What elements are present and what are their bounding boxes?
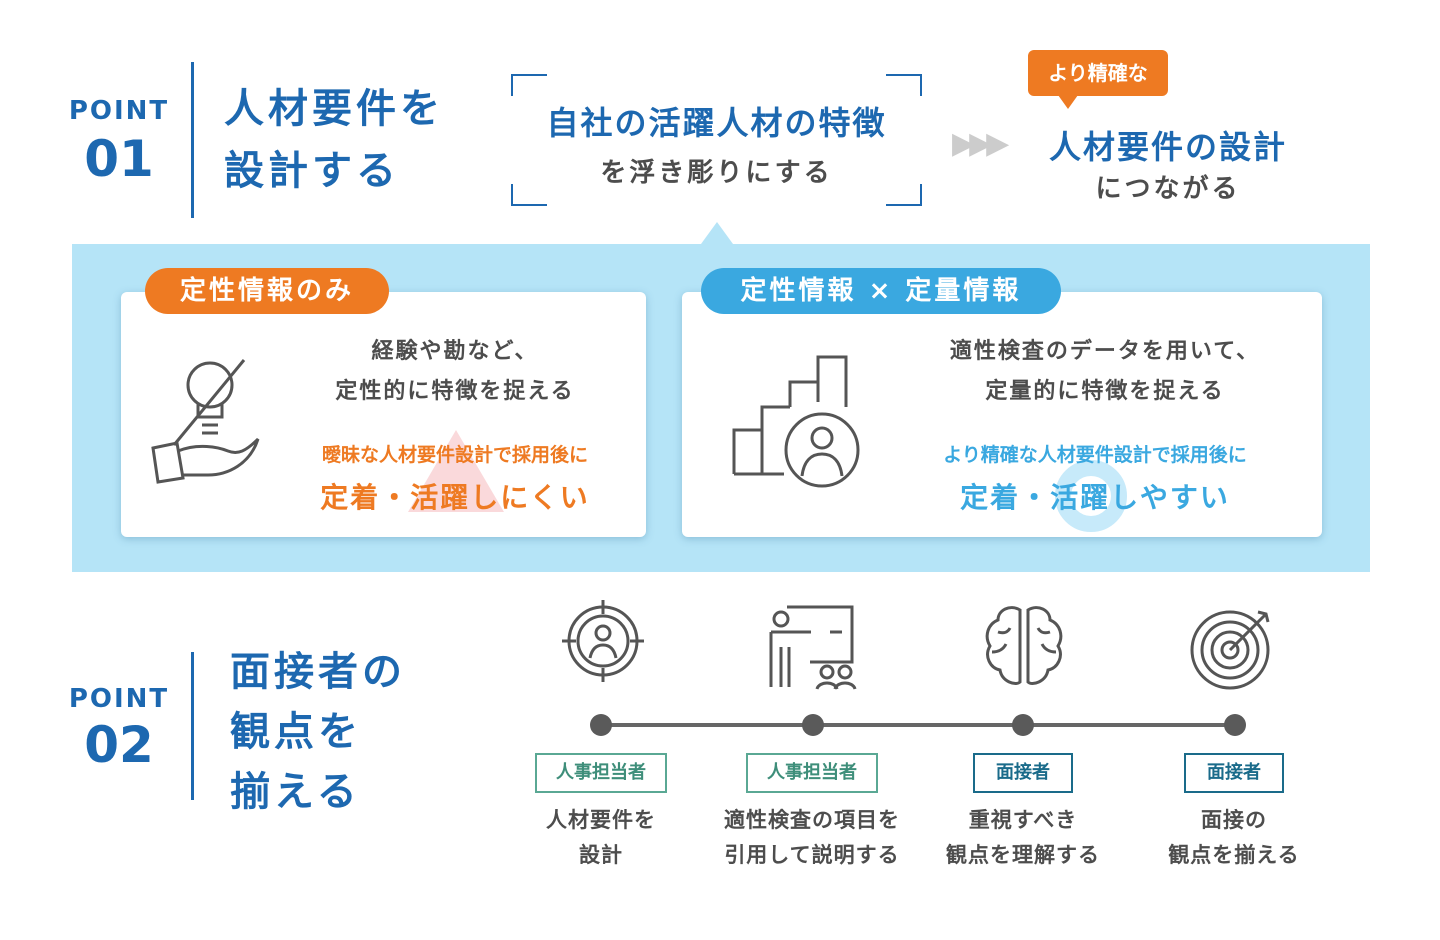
- callout-pointer: [1058, 95, 1078, 109]
- role-tag-hr: 人事担当者: [746, 753, 878, 793]
- result-line2: につながる: [1095, 174, 1241, 204]
- step-text: 人材要件を設計: [491, 803, 711, 873]
- bar-chart-person-icon: [732, 355, 860, 488]
- title-line: 揃える: [230, 769, 361, 815]
- step-line: 重視すべき: [968, 808, 1078, 832]
- circle-mark-icon: [1055, 460, 1127, 532]
- quantitative-outcome: 定着・活躍しやすい: [960, 481, 1230, 514]
- warning-triangle-icon: [408, 430, 504, 512]
- title-line: 設計する: [224, 148, 400, 194]
- step-line: 設計: [579, 843, 623, 867]
- qualitative-note: 曖昧な人材要件設計で採用後に: [321, 444, 588, 466]
- timeline-dot: [802, 714, 824, 736]
- step-text: 重視すべき観点を理解する: [913, 803, 1133, 873]
- panel-pointer: [701, 222, 733, 244]
- quote-line1: 自社の活躍人材の特徴: [546, 104, 887, 142]
- result-line1: 人材要件の設計: [1048, 128, 1287, 166]
- point-number: 02: [84, 716, 154, 774]
- desc-line: 経験や勘など、: [371, 339, 539, 364]
- timeline-line: [601, 723, 1235, 727]
- quantitative-note: より精確な人材要件設計で採用後に: [943, 444, 1247, 466]
- bracket: [886, 74, 922, 96]
- quantitative-desc: 適性検査のデータを用いて、 定量的に特徴を捉える: [905, 332, 1305, 412]
- dartboard-icon: [1190, 610, 1270, 690]
- step-line: 観点を理解する: [946, 843, 1100, 867]
- qualitative-card: [121, 292, 646, 537]
- hand-lightbulb-crossed-icon: [151, 359, 260, 484]
- bracket: [886, 184, 922, 206]
- step-line: 適性検査の項目を: [724, 808, 900, 832]
- desc-line: 定性的に特徴を捉える: [335, 379, 575, 404]
- role-tag-hr: 人事担当者: [535, 753, 667, 793]
- divider: [191, 62, 194, 218]
- role-tag-interviewer: 面接者: [973, 753, 1073, 793]
- step-text: 面接の観点を揃える: [1124, 803, 1344, 873]
- point1-title: 人材要件を 設計する: [224, 78, 444, 202]
- timeline-dot: [590, 714, 612, 736]
- arrows-icon: ▶▶▶: [952, 126, 1009, 161]
- step-line: 面接の: [1201, 808, 1267, 832]
- step-line: 人材要件を: [546, 808, 656, 832]
- brain-icon: [985, 606, 1063, 685]
- title-line: 人材要件を: [224, 86, 444, 132]
- qualitative-desc: 経験や勘など、 定性的に特徴を捉える: [290, 332, 620, 412]
- timeline-dot: [1012, 714, 1034, 736]
- step-text: 適性検査の項目を引用して説明する: [702, 803, 922, 873]
- point2-title: 面接者の 観点を 揃える: [230, 642, 406, 822]
- qualitative-badge: 定性情報のみ: [145, 268, 389, 314]
- quantitative-card: [682, 292, 1322, 537]
- title-line: 面接者の: [230, 649, 406, 695]
- point-number: 01: [84, 130, 154, 188]
- bracket: [511, 74, 547, 96]
- presentation-icon: [769, 605, 857, 690]
- callout-badge: より精確な: [1028, 50, 1168, 96]
- desc-line: 定量的に特徴を捉える: [985, 379, 1225, 404]
- role-tag-interviewer: 面接者: [1184, 753, 1284, 793]
- target-person-icon: [562, 600, 644, 682]
- divider: [191, 652, 194, 800]
- title-line: 観点を: [230, 709, 362, 755]
- step-line: 観点を揃える: [1168, 843, 1300, 867]
- point-label: POINT: [68, 684, 170, 714]
- qualitative-outcome: 定着・活躍しにくい: [320, 481, 590, 514]
- quantitative-badge: 定性情報 × 定量情報: [701, 268, 1061, 314]
- bracket: [511, 184, 547, 206]
- timeline-dot: [1224, 714, 1246, 736]
- point-label: POINT: [68, 96, 170, 126]
- quote-line2: を浮き彫りにする: [600, 158, 833, 188]
- desc-line: 適性検査のデータを用いて、: [949, 339, 1261, 364]
- step-line: 引用して説明する: [724, 843, 900, 867]
